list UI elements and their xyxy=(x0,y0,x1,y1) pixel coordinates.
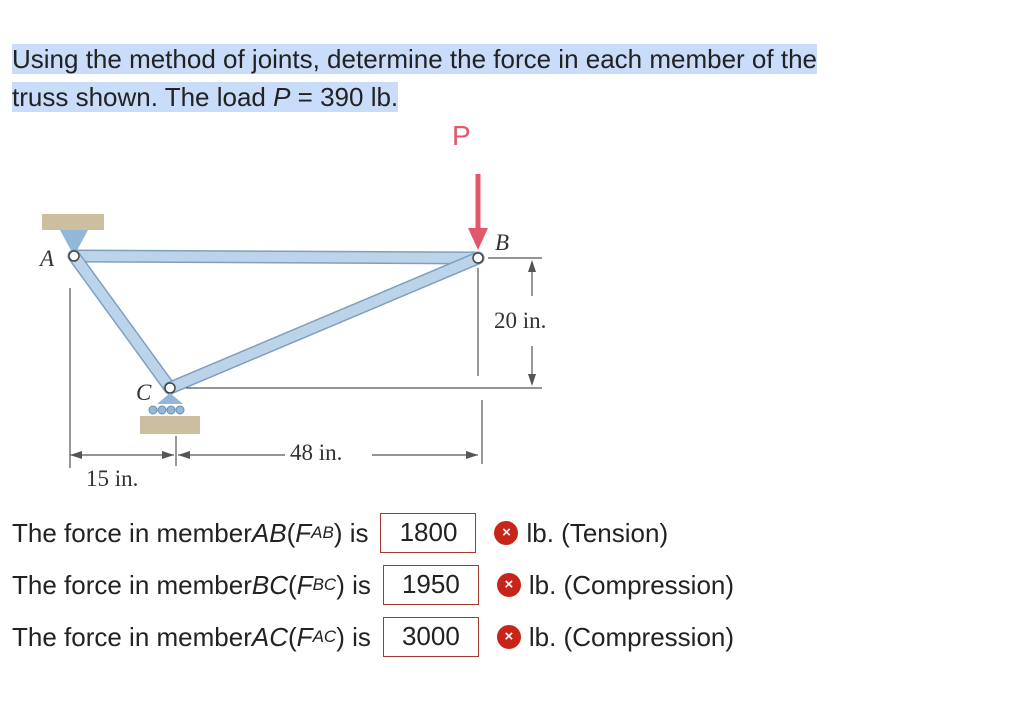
joint-b xyxy=(472,252,484,264)
question-text: Using the method of joints, determine th… xyxy=(12,40,1012,116)
answer-input-ac[interactable]: 3000 xyxy=(382,617,479,657)
joint-c xyxy=(164,382,176,394)
load-label: P xyxy=(452,120,471,151)
joint-a xyxy=(68,250,80,262)
label-a: A xyxy=(40,246,55,271)
dim-20-label: 20 in. xyxy=(494,308,547,333)
answer-input-ab[interactable]: 1800 xyxy=(380,513,477,553)
member-bc xyxy=(165,253,483,393)
roller-1 xyxy=(148,405,158,415)
roller-2 xyxy=(157,405,167,415)
dim-20-top-arrow xyxy=(528,260,536,272)
question-line-1: Using the method of joints, determine th… xyxy=(12,44,817,74)
unit-ac: lb. (Compression) xyxy=(528,621,735,652)
member-ab xyxy=(69,251,483,263)
label-c: C xyxy=(136,380,152,405)
dim-15-right-arrow xyxy=(162,451,174,459)
member-ac xyxy=(69,251,175,393)
roller-3 xyxy=(166,405,176,415)
close-icon: × xyxy=(496,573,521,597)
dim-15-left-arrow xyxy=(70,451,82,459)
dim-48-left-arrow xyxy=(178,451,190,459)
roller-4 xyxy=(175,405,185,415)
close-icon: × xyxy=(496,625,521,649)
support-c-base xyxy=(140,416,200,434)
support-a-pin xyxy=(60,230,88,256)
load-arrow-head xyxy=(468,228,488,250)
unit-bc: lb. (Compression) xyxy=(528,569,735,600)
dim-48-right-arrow xyxy=(466,451,478,459)
support-c-pin xyxy=(157,393,183,404)
answer-input-bc[interactable]: 1950 xyxy=(382,565,479,605)
dim-15-label: 15 in. xyxy=(86,466,139,491)
truss-diagram xyxy=(42,174,542,468)
label-b: B xyxy=(495,230,510,255)
truss-figure: P A B C 20 in. 48 in. 15 in. xyxy=(0,118,620,498)
dim-20-bottom-arrow xyxy=(528,374,536,386)
close-icon: × xyxy=(494,521,519,545)
unit-ab: lb. (Tension) xyxy=(526,517,669,548)
support-a-base xyxy=(42,214,104,230)
dim-48-label: 48 in. xyxy=(290,440,343,465)
question-line-2: truss shown. The load P = 390 lb. xyxy=(12,82,399,112)
